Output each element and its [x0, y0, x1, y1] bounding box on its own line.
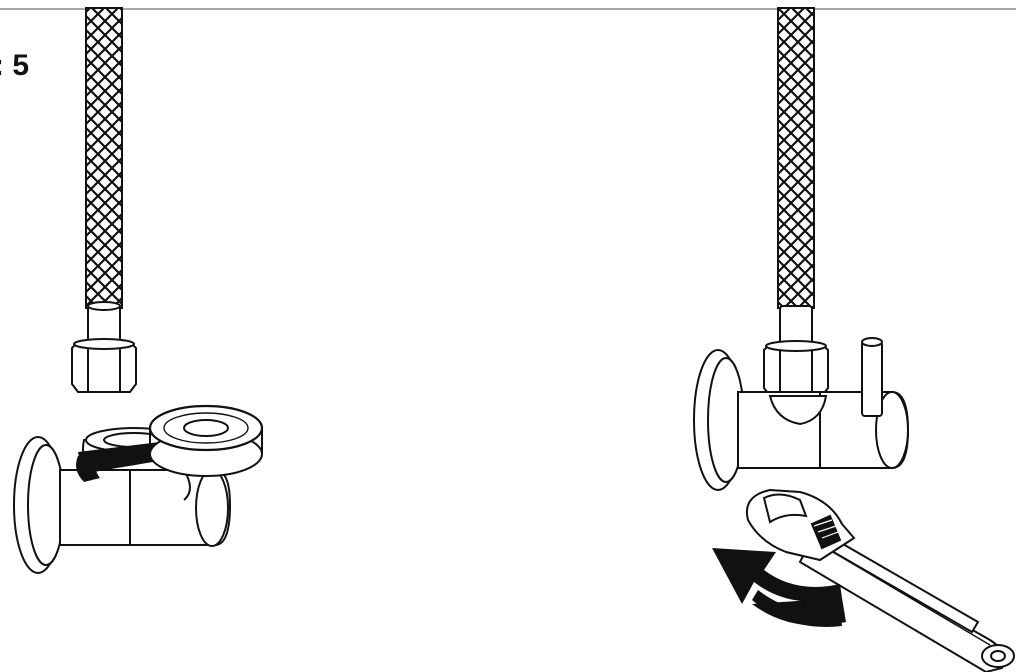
- left-assembly: [14, 8, 262, 573]
- adjustable-wrench-icon: [747, 490, 1014, 672]
- right-assembly: [694, 8, 1014, 672]
- braided-hose-icon: [778, 8, 814, 308]
- compression-nut-icon: [72, 302, 136, 392]
- braided-hose-icon: [86, 8, 122, 308]
- compression-nut-icon: [764, 306, 828, 396]
